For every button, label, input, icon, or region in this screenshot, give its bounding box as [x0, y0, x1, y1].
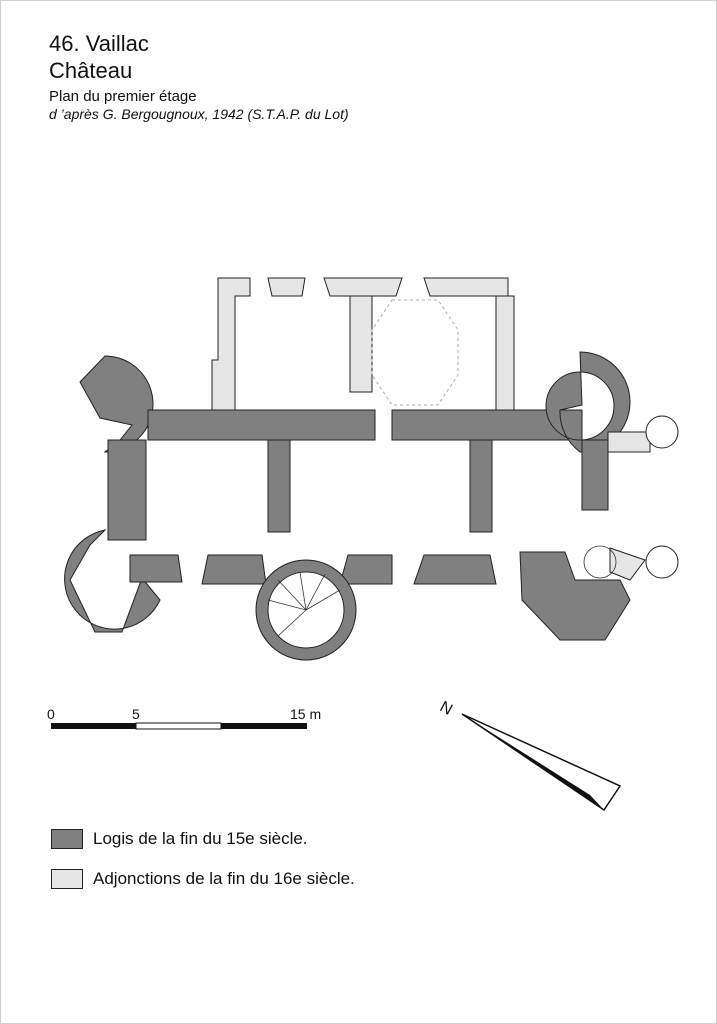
- title-building: Château: [49, 58, 133, 83]
- title-block: 46. Vaillac Château Plan du premier étag…: [49, 30, 349, 123]
- stair-tower-south: [255, 559, 357, 661]
- stair-step: [305, 589, 341, 611]
- stair-step: [277, 579, 307, 611]
- addition-southeast-annex: [609, 547, 646, 581]
- north-arrow-icon: [461, 713, 622, 812]
- scale-bar: [51, 722, 307, 730]
- title-number-place: 46. Vaillac: [49, 31, 149, 56]
- stair-southeast: [583, 545, 617, 579]
- addition-north-wall-3: [423, 277, 509, 297]
- wall-north-west: [147, 409, 376, 441]
- source-credit: d ’après G. Bergougnoux, 1942 (S.T.A.P. …: [49, 106, 349, 122]
- addition-north-west-wall: [211, 277, 251, 411]
- tower-southeast: [519, 551, 631, 641]
- turret-east-north: [645, 415, 679, 449]
- legend-swatch-16c: [51, 869, 83, 889]
- legend-label-15c: Logis de la fin du 15e siècle.: [93, 829, 308, 848]
- turret-east-south: [645, 545, 679, 579]
- legend-label-16c: Adjonctions de la fin du 16e siècle.: [93, 869, 355, 888]
- scale-label-0: 0: [47, 706, 55, 722]
- wall-south-3: [339, 554, 393, 585]
- wall-east: [581, 439, 609, 511]
- addition-east-annex: [607, 431, 651, 453]
- addition-north-wall-2: [323, 277, 403, 297]
- tower-southwest: [64, 529, 161, 633]
- scale-label-15: 15 m: [290, 706, 322, 722]
- stair-step: [267, 599, 307, 611]
- addition-north-wall-1: [267, 277, 306, 297]
- wall-south-1: [129, 554, 183, 583]
- addition-pillar: [349, 295, 373, 393]
- wall-south-2: [201, 554, 267, 585]
- wall-cross-west: [267, 439, 291, 533]
- stair-step: [277, 609, 307, 637]
- legend-item-15c: Logis de la fin du 15e siècle.: [51, 829, 308, 849]
- legend-item-16c: Adjonctions de la fin du 16e siècle.: [51, 869, 355, 889]
- stair-step: [305, 573, 326, 611]
- scale-label-5: 5: [132, 706, 140, 722]
- plan-title: Plan du premier étage: [49, 88, 197, 105]
- addition-east-wall: [495, 295, 515, 411]
- wall-west: [107, 439, 147, 541]
- stair-step: [299, 571, 307, 611]
- octagonal-room-outline: [371, 299, 459, 406]
- wall-cross-east: [469, 439, 493, 533]
- tower-northwest: [79, 355, 154, 453]
- wall-south-4: [413, 554, 497, 585]
- legend-swatch-15c: [51, 829, 83, 849]
